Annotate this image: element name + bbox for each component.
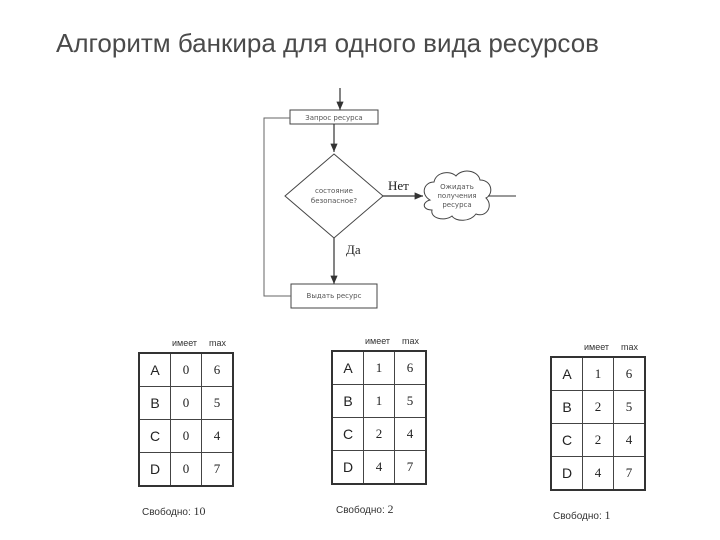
has-cell: 1 <box>363 350 395 385</box>
resource-table-header: имеет max <box>138 338 234 352</box>
wait-cloud <box>423 170 492 221</box>
table-row: A 1 6 <box>331 350 427 385</box>
row-label: B <box>331 384 364 418</box>
decision-diamond <box>284 153 384 239</box>
resource-table-header: имеет max <box>331 336 427 350</box>
max-cell: 4 <box>201 419 234 453</box>
free-label: Свободно: <box>142 507 191 518</box>
free-value: 10 <box>193 504 206 518</box>
row-label: C <box>138 419 171 453</box>
max-cell: 4 <box>613 423 646 457</box>
column-header-has: имеет <box>365 336 391 346</box>
has-cell: 4 <box>582 456 614 491</box>
table-row: A 0 6 <box>138 352 234 387</box>
wait-cloud-line1: Ожидать <box>440 183 474 191</box>
table-row: C 2 4 <box>550 423 646 457</box>
row-label: A <box>331 350 364 385</box>
grant-box <box>290 283 378 309</box>
request-box-label: Запрос ресурса <box>305 114 362 122</box>
has-cell: 1 <box>582 356 614 391</box>
resource-table-header: имеет max <box>550 342 646 356</box>
no-branch-label: Нет <box>388 178 409 193</box>
resource-table-1: имеет max A 0 6 B 0 5 C 0 4 D 0 7 <box>138 338 234 487</box>
max-cell: 7 <box>394 450 427 485</box>
table-row: B 2 5 <box>550 390 646 424</box>
max-cell: 5 <box>394 384 427 418</box>
table-row: D 0 7 <box>138 452 234 487</box>
row-label: C <box>550 423 583 457</box>
row-label: D <box>550 456 583 491</box>
free-value: 2 <box>387 502 394 516</box>
resource-table-3: имеет max A 1 6 B 2 5 C 2 4 D 4 7 <box>550 342 646 491</box>
column-header-max: max <box>621 342 639 352</box>
slide-title: Алгоритм банкира для одного вида ресурсо… <box>56 28 599 58</box>
max-cell: 6 <box>613 356 646 391</box>
has-cell: 0 <box>170 452 202 487</box>
free-label: Свободно: <box>336 505 385 516</box>
feedback-loop-line <box>263 117 291 297</box>
max-cell: 6 <box>394 350 427 385</box>
table-row: B 1 5 <box>331 384 427 418</box>
decision-label-line2: безопасное? <box>311 197 358 205</box>
table-row: D 4 7 <box>550 456 646 491</box>
max-cell: 6 <box>201 352 234 387</box>
free-resources-2: Свободно: 2 <box>336 502 394 517</box>
free-resources-1: Свободно: 10 <box>142 504 206 519</box>
has-cell: 2 <box>363 417 395 451</box>
wait-cloud-line2: получения <box>437 192 476 200</box>
row-label: B <box>138 386 171 420</box>
row-label: B <box>550 390 583 424</box>
column-header-max: max <box>402 336 420 346</box>
max-cell: 5 <box>613 390 646 424</box>
has-cell: 2 <box>582 423 614 457</box>
max-cell: 7 <box>613 456 646 491</box>
max-cell: 5 <box>201 386 234 420</box>
resource-table-2: имеет max A 1 6 B 1 5 C 2 4 D 4 7 <box>331 336 427 485</box>
has-cell: 0 <box>170 352 202 387</box>
free-resources-3: Свободно: 1 <box>553 508 611 523</box>
grant-box-label: Выдать ресурс <box>307 292 362 300</box>
column-header-has: имеет <box>584 342 610 352</box>
table-row: D 4 7 <box>331 450 427 485</box>
has-cell: 0 <box>170 419 202 453</box>
max-cell: 4 <box>394 417 427 451</box>
yes-branch-label: Да <box>346 242 361 257</box>
row-label: A <box>550 356 583 391</box>
table-row: A 1 6 <box>550 356 646 391</box>
row-label: C <box>331 417 364 451</box>
free-value: 1 <box>604 508 611 522</box>
has-cell: 2 <box>582 390 614 424</box>
has-cell: 4 <box>363 450 395 485</box>
column-header-has: имеет <box>172 338 198 348</box>
row-label: A <box>138 352 171 387</box>
has-cell: 1 <box>363 384 395 418</box>
row-label: D <box>138 452 171 487</box>
table-row: C 0 4 <box>138 419 234 453</box>
wait-cloud-line3: ресурса <box>442 201 471 209</box>
flowchart: Запрос ресурса состояние безопасное? Нет… <box>263 88 516 309</box>
table-row: C 2 4 <box>331 417 427 451</box>
row-label: D <box>331 450 364 485</box>
free-label: Свободно: <box>553 511 602 522</box>
max-cell: 7 <box>201 452 234 487</box>
column-header-max: max <box>209 338 227 348</box>
decision-label-line1: состояние <box>315 187 353 195</box>
has-cell: 0 <box>170 386 202 420</box>
table-row: B 0 5 <box>138 386 234 420</box>
